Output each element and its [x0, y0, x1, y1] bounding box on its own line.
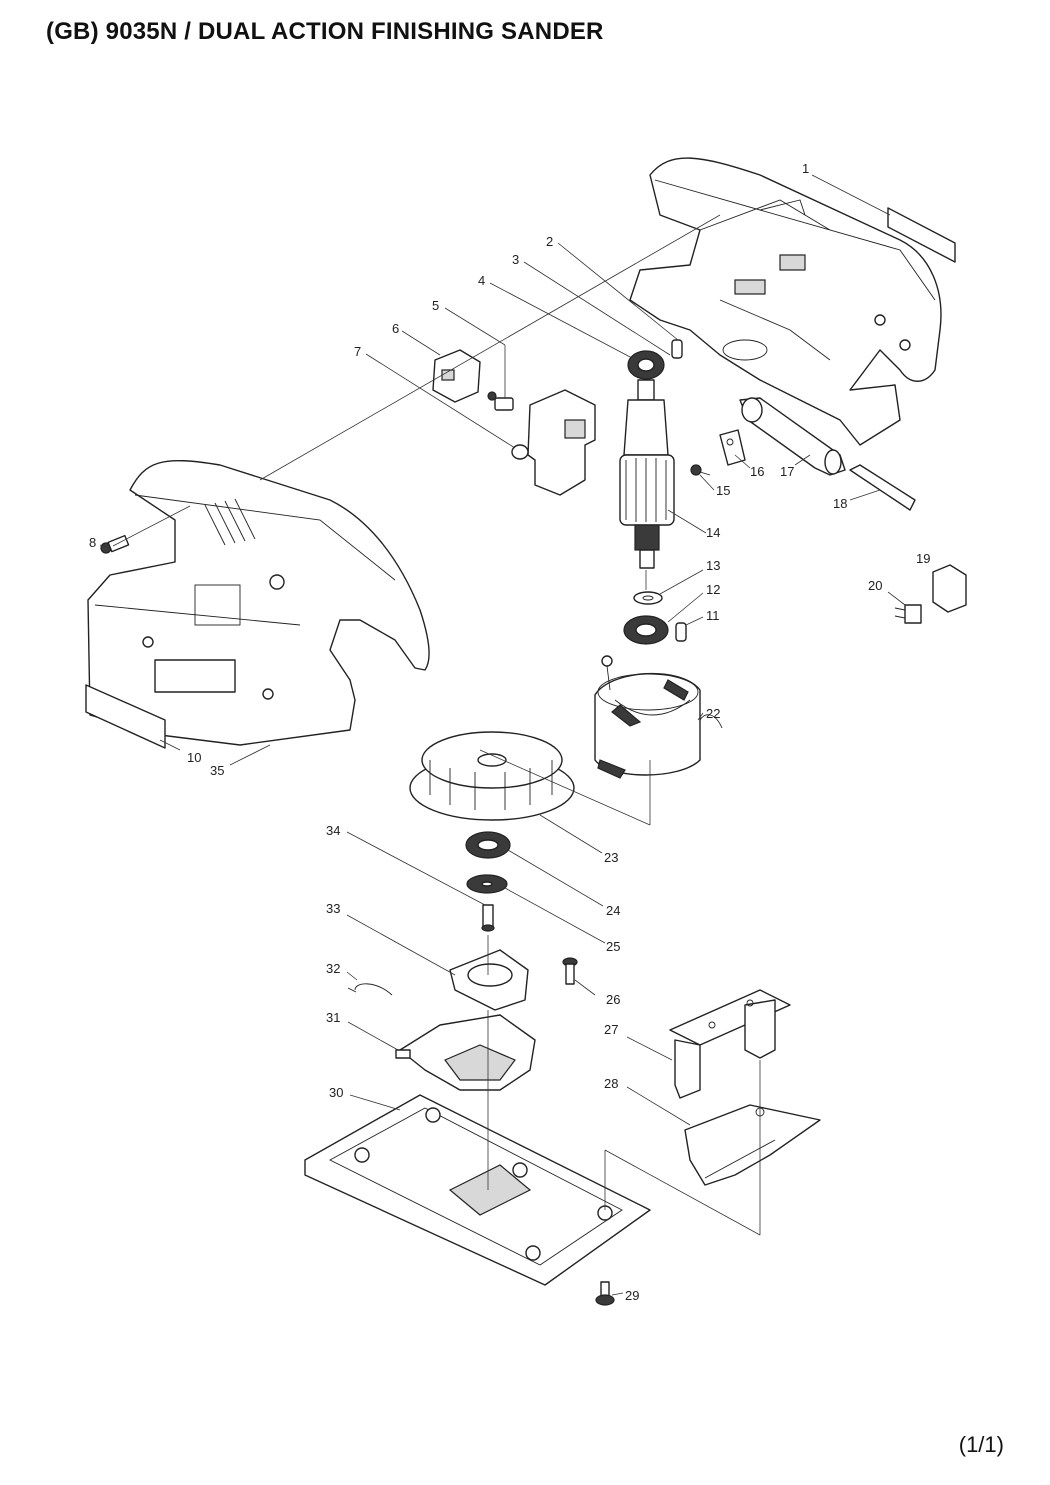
carbon-brush-5: [487, 391, 514, 411]
callout-labels: 1 2 3 4 5 6 7 8 10 11 12 13 14 15 16 17 …: [89, 161, 930, 1303]
callout-5: 5: [432, 298, 439, 313]
bearing-24: [465, 831, 511, 859]
callout-20: 20: [868, 578, 882, 593]
callout-3: 3: [512, 252, 519, 267]
bearing-4: [627, 350, 665, 380]
callout-23: 23: [604, 850, 618, 865]
bearing-12: [623, 615, 669, 645]
plate-16: [719, 429, 746, 466]
vent-ribs: [204, 498, 256, 546]
callout-22: 22: [706, 706, 720, 721]
callout-19: 19: [916, 551, 930, 566]
callout-2: 2: [546, 234, 553, 249]
terminal-20: [894, 604, 922, 624]
screw-26: [562, 957, 578, 985]
callout-16: 16: [750, 464, 764, 479]
page-number: (1/1): [958, 1432, 1004, 1457]
clip-32: [347, 983, 393, 996]
callout-31: 31: [326, 1010, 340, 1025]
bearing-housing-33: [449, 949, 529, 1011]
callout-6: 6: [392, 321, 399, 336]
callout-26: 26: [606, 992, 620, 1007]
callout-8: 8: [89, 535, 96, 550]
pin-11: [675, 622, 687, 642]
armature-14: [619, 379, 675, 569]
callout-24: 24: [606, 903, 620, 918]
bracket-27: [669, 989, 791, 1099]
field-22: [594, 655, 723, 779]
callout-1: 1: [802, 161, 809, 176]
fan-23: [409, 731, 575, 821]
assembly-lines: [112, 214, 761, 1236]
callout-7: 7: [354, 344, 361, 359]
callout-27: 27: [604, 1022, 618, 1037]
screw-34: [481, 904, 495, 932]
label-plate-1: [887, 207, 956, 263]
callout-34: 34: [326, 823, 340, 838]
callout-10: 10: [187, 750, 201, 765]
screw-8: [100, 534, 130, 554]
label-plate-10: [85, 684, 166, 749]
callout-4: 4: [478, 273, 485, 288]
callout-29: 29: [625, 1288, 639, 1303]
callout-30: 30: [329, 1085, 343, 1100]
callout-32: 32: [326, 961, 340, 976]
shaft-17: [739, 397, 846, 476]
callout-35: 35: [210, 763, 224, 778]
callout-14: 14: [706, 525, 720, 540]
callout-28: 28: [604, 1076, 618, 1091]
callout-12: 12: [706, 582, 720, 597]
lever-28: [684, 1104, 821, 1186]
callout-33: 33: [326, 901, 340, 916]
housing-left: [87, 459, 430, 746]
callout-18: 18: [833, 496, 847, 511]
pin-3: [671, 339, 683, 359]
washer-13: [633, 591, 663, 605]
callout-17: 17: [780, 464, 794, 479]
callout-25: 25: [606, 939, 620, 954]
callout-13: 13: [706, 558, 720, 573]
base-pad-30: [304, 1094, 651, 1286]
callout-leaders: [99, 174, 906, 1296]
switch-7: [511, 389, 596, 496]
callout-11: 11: [706, 608, 720, 623]
housing-right: [629, 157, 942, 446]
washer-25: [466, 874, 508, 894]
rod-18: [849, 464, 916, 511]
block-19: [932, 564, 967, 613]
screw-15: [690, 464, 711, 476]
plate-31: [395, 1014, 536, 1091]
callout-15: 15: [716, 483, 730, 498]
page-title: (GB) 9035N / DUAL ACTION FINISHING SANDE…: [46, 18, 604, 45]
screw-29: [595, 1281, 615, 1306]
